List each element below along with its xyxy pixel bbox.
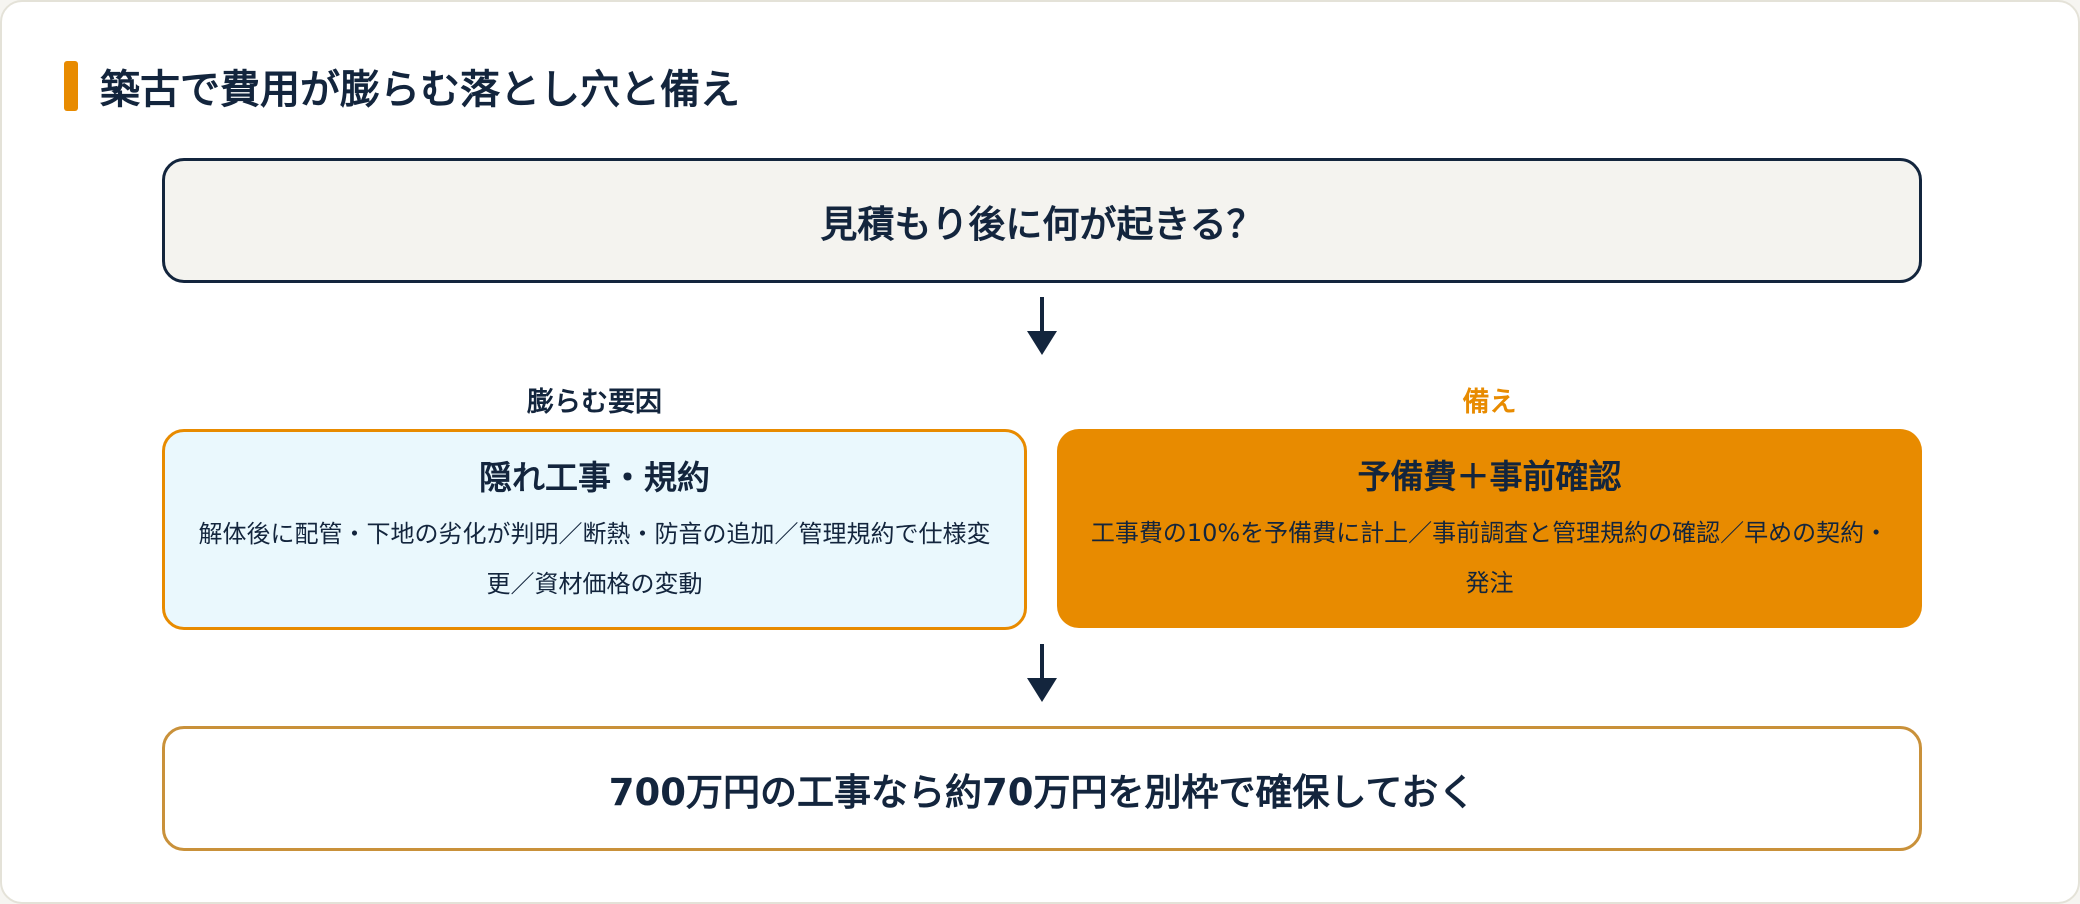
causes-label: 膨らむ要因 [527,387,662,418]
question-text: 見積もり後に何が起きる？ [820,202,1264,246]
result-box: 700万円の工事なら約70万円を別枠で確保しておく [162,726,1922,851]
down-arrow-icon [1027,297,1057,355]
title-accent-bar [64,61,78,111]
preparation-heading: 予備費＋事前確認 [1357,456,1622,496]
title-row: 築古で費用が膨らむ落とし穴と備え [64,60,740,113]
result-text: 700万円の工事なら約70万円を別枠で確保しておく [608,770,1476,814]
page-title: 築古で費用が膨らむ落とし穴と備え [100,67,740,113]
causes-body: 解体後に配管・下地の劣化が判明／断熱・防音の追加／管理規約で仕様変更／資材価格の… [198,519,991,598]
causes-box: 隠れ工事・規約 解体後に配管・下地の劣化が判明／断熱・防音の追加／管理規約で仕様… [162,429,1027,630]
causes-heading: 隠れ工事・規約 [479,457,710,497]
preparation-label: 備え [1462,387,1517,418]
preparation-box: 予備費＋事前確認 工事費の10%を予備費に計上／事前調査と管理規約の確認／早めの… [1057,429,1922,628]
question-box: 見積もり後に何が起きる？ [162,158,1922,283]
down-arrow-icon [1027,644,1057,702]
preparation-body: 工事費の10%を予備費に計上／事前調査と管理規約の確認／早めの契約・発注 [1090,518,1889,597]
